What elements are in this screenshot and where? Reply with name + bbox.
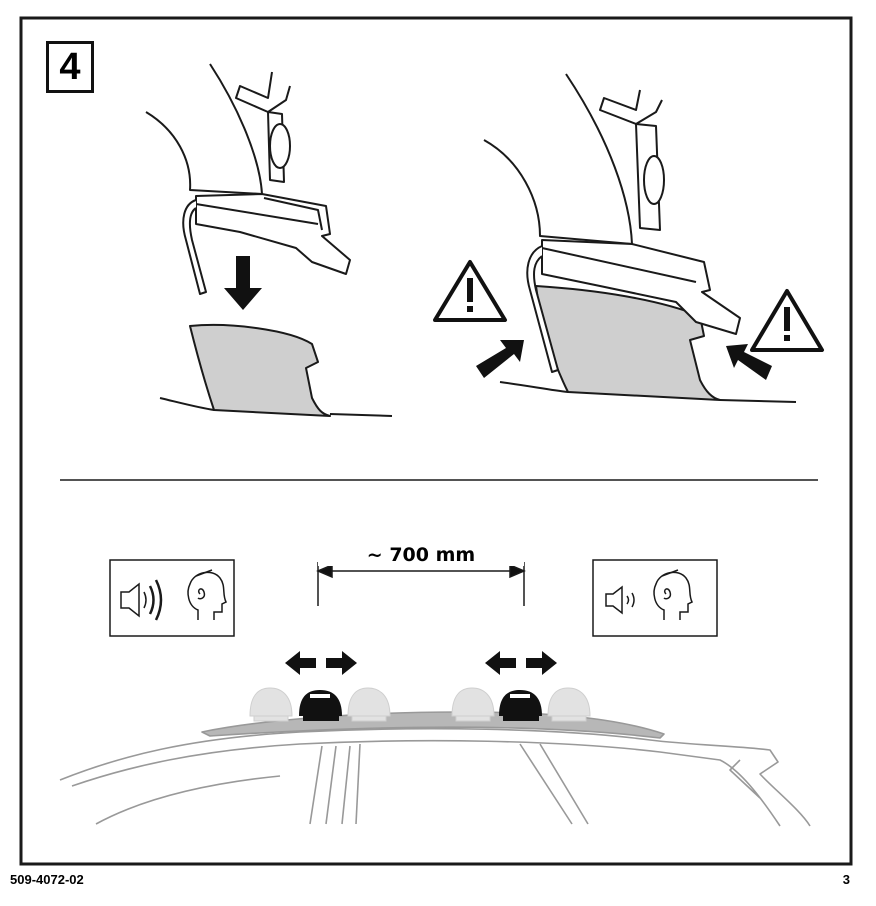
car-roof-illustration bbox=[59, 711, 811, 827]
page-border bbox=[19, 16, 853, 866]
sound-quiet-box bbox=[592, 559, 718, 637]
roof-foot-ghost bbox=[347, 687, 391, 722]
adjust-arrows-icon bbox=[285, 651, 357, 675]
ear-head-icon bbox=[187, 569, 228, 620]
down-arrow-icon bbox=[224, 256, 262, 310]
roof-foot-ghost bbox=[451, 687, 495, 722]
foot-lowering-illustration bbox=[145, 63, 393, 417]
speaker-quiet-icon bbox=[605, 585, 635, 615]
roof-foot-ghost bbox=[547, 687, 591, 722]
roof-foot-ghost bbox=[249, 687, 293, 722]
page-number: 3 bbox=[842, 872, 850, 887]
ear-head-icon bbox=[653, 569, 694, 620]
step-number: 4 bbox=[46, 41, 94, 93]
document-code: 509-4072-02 bbox=[10, 872, 84, 887]
dimension-line bbox=[316, 562, 526, 606]
push-arrow-right-icon bbox=[726, 344, 772, 380]
speaker-loud-icon bbox=[120, 579, 163, 621]
sound-loud-box bbox=[109, 559, 235, 637]
adjust-arrows-icon bbox=[485, 651, 557, 675]
warning-triangle-icon bbox=[433, 260, 507, 322]
roof-foot-active bbox=[299, 690, 342, 721]
roof-foot-active bbox=[499, 690, 542, 721]
foot-mounted-illustration bbox=[483, 73, 797, 403]
warning-triangle-icon bbox=[750, 289, 824, 352]
push-arrow-left-icon bbox=[476, 340, 524, 378]
distance-label: ~ 700 mm bbox=[318, 544, 524, 566]
